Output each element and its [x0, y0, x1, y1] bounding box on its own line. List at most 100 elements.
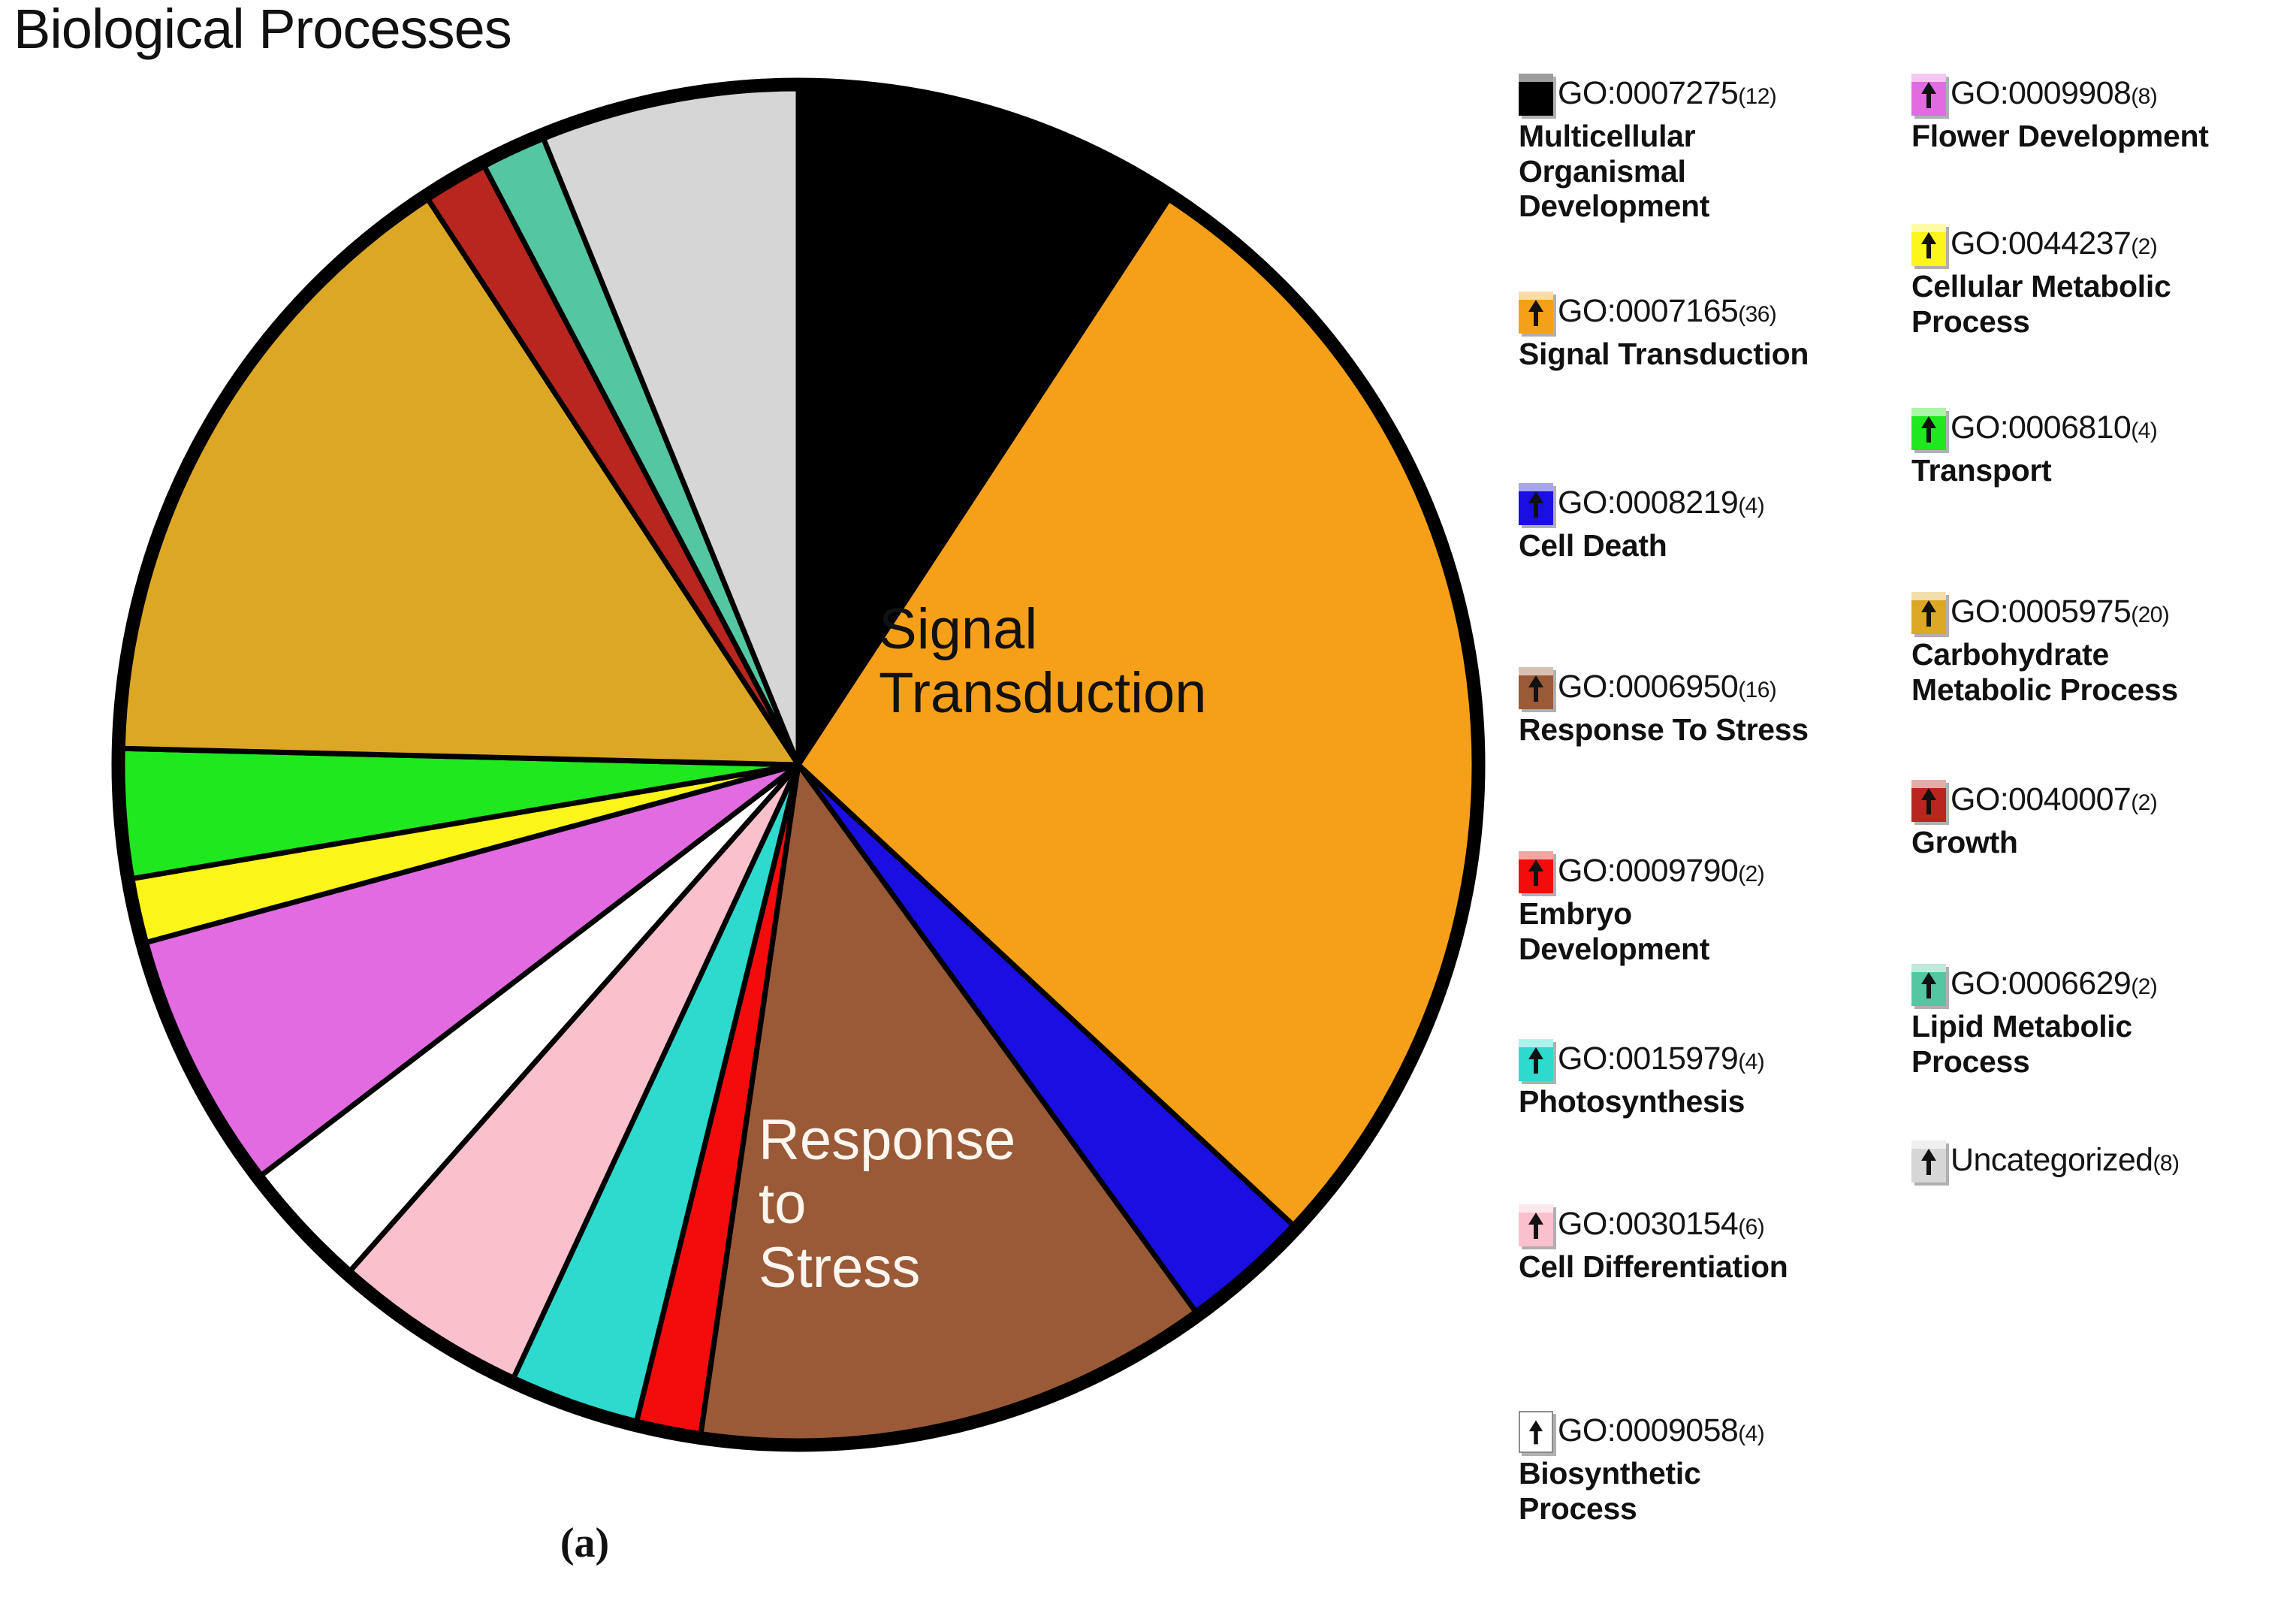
legend-go-id: GO:0007275(12) [1558, 75, 1777, 112]
swatch-highlight [1911, 74, 1946, 82]
legend-item-header: GO:0007165(36) [1519, 290, 1902, 334]
legend-go-id: Uncategorized(8) [1951, 1142, 2180, 1179]
legend-item[interactable]: GO:0005975(20)Carbohydrate Metabolic Pro… [1911, 591, 2294, 707]
legend-swatch-up-arrow-icon [1519, 1411, 1553, 1453]
legend-go-id: GO:0040007(2) [1951, 781, 2158, 818]
legend-item-header: GO:0030154(6) [1519, 1203, 1902, 1246]
legend-go-id: GO:0015979(4) [1558, 1041, 1765, 1077]
legend-gene-count: (20) [2131, 603, 2170, 627]
up-arrow-icon [1921, 1149, 1936, 1175]
legend-go-id: GO:0006950(16) [1558, 669, 1777, 705]
legend-item[interactable]: GO:0009058(4)Biosynthetic Process [1519, 1409, 1902, 1526]
legend-item[interactable]: GO:0015979(4) Photosynthesis [1519, 1038, 1902, 1119]
up-arrow-icon [1921, 972, 1936, 998]
page-title: Biological Processes [14, 0, 512, 60]
legend-item-header: GO:0015979(4) [1519, 1038, 1902, 1081]
swatch-highlight [1911, 408, 1946, 416]
legend-swatch-up-arrow-icon [1911, 964, 1946, 1006]
legend-term-label: Growth [1911, 825, 2018, 859]
legend-go-id-text: GO:0044237 [1951, 225, 2132, 261]
legend-term-label: Lipid Metabolic Process [1911, 1009, 2132, 1079]
legend-swatch-up-arrow-icon [1911, 592, 1946, 634]
swatch-highlight [1519, 291, 1553, 300]
legend-term-label: Photosynthesis [1519, 1084, 1745, 1119]
legend-item[interactable]: GO:0007275(12)Multicellular Organismal D… [1519, 72, 1902, 224]
legend-go-id-text: GO:0015979 [1558, 1041, 1739, 1077]
legend-go-id-text: GO:0007275 [1558, 75, 1739, 111]
legend-gene-count: (6) [1738, 1215, 1765, 1240]
pie-outline [111, 77, 1486, 1452]
legend-gene-count: (4) [1738, 1050, 1765, 1074]
up-arrow-icon [1921, 416, 1936, 443]
legend-go-id-text: Uncategorized [1951, 1142, 2153, 1178]
legend-go-id-text: GO:0009908 [1951, 75, 2132, 111]
swatch-highlight [1911, 1140, 1946, 1149]
legend-go-id: GO:0007165(36) [1558, 293, 1777, 330]
legend-term-label: Cell Differentiation [1519, 1249, 1788, 1284]
up-arrow-icon [1528, 859, 1543, 886]
legend-gene-count: (4) [1738, 1421, 1765, 1446]
legend-item-header: GO:0040007(2) [1911, 778, 2294, 822]
legend-go-id-text: GO:0007165 [1558, 293, 1739, 329]
legend-item-header: GO:0005975(20) [1911, 591, 2294, 634]
legend-go-id: GO:0009908(8) [1951, 75, 2158, 112]
up-arrow-icon [1528, 1213, 1543, 1239]
swatch-highlight [1911, 780, 1946, 788]
legend-swatch-up-arrow-icon [1519, 74, 1553, 116]
legend-swatch-up-arrow-icon [1911, 780, 1946, 822]
legend-go-id-text: GO:0008219 [1558, 485, 1739, 521]
legend-item-header: GO:0009908(8) [1911, 72, 2294, 116]
legend-gene-count: (2) [2131, 234, 2158, 259]
legend-item[interactable]: GO:0009908(8)Flower Development [1911, 72, 2294, 154]
pie-chart-svg [111, 77, 1486, 1452]
legend-gene-count: (36) [1738, 302, 1777, 327]
legend-gene-count: (8) [2153, 1151, 2180, 1176]
legend-term-label: Signal Transduction [1519, 337, 1809, 371]
legend-swatch-up-arrow-icon [1911, 74, 1946, 116]
legend-go-id-text: GO:0030154 [1558, 1206, 1739, 1242]
legend-go-id-text: GO:0009790 [1558, 853, 1739, 889]
swatch-highlight [1519, 851, 1553, 859]
swatch-highlight [1519, 1204, 1553, 1213]
legend-term-label: Cell Death [1519, 528, 1667, 563]
legend-item-header: GO:0009790(2) [1519, 850, 1902, 893]
figure-caption: (a) [0, 1519, 2296, 1567]
legend-item-header: GO:0008219(4) [1519, 482, 1902, 525]
swatch-highlight [1911, 224, 1946, 232]
legend-item[interactable]: GO:0008219(4)Cell Death [1519, 482, 1902, 563]
legend-term-label: Cellular Metabolic Process [1911, 269, 2171, 339]
legend-item[interactable]: GO:0007165(36) Signal Transduction [1519, 290, 1902, 372]
legend-item[interactable]: Uncategorized(8) [1911, 1139, 2294, 1183]
pie-slices [119, 86, 1477, 1444]
swatch-highlight [1519, 667, 1553, 675]
swatch-highlight [1911, 964, 1946, 972]
legend-term-label: Transport [1911, 453, 2052, 488]
legend-gene-count: (2) [2131, 790, 2158, 815]
swatch-highlight [1911, 592, 1946, 600]
legend-item[interactable]: GO:0044237(2) Cellular Metabolic Process [1911, 222, 2294, 339]
legend-item[interactable]: GO:0006629(2) Lipid Metabolic Process [1911, 962, 2294, 1079]
legend-item[interactable]: GO:0006950(16)Response To Stress [1519, 666, 1902, 748]
legend-item-header: Uncategorized(8) [1911, 1139, 2294, 1183]
up-arrow-icon [1528, 675, 1543, 702]
legend-swatch-up-arrow-icon [1911, 1140, 1946, 1183]
legend-gene-count: (2) [2131, 974, 2158, 999]
legend-swatch-up-arrow-icon [1519, 1204, 1553, 1246]
legend-item[interactable]: GO:0006810(4)Transport [1911, 406, 2294, 488]
legend-go-id: GO:0006629(2) [1951, 965, 2158, 1002]
legend-term-label: Carbohydrate Metabolic Process [1911, 637, 2178, 707]
up-arrow-icon [1921, 788, 1936, 814]
legend-item[interactable]: GO:0030154(6)Cell Differentiation [1519, 1203, 1902, 1285]
up-arrow-icon [1921, 82, 1936, 108]
legend-item[interactable]: GO:0009790(2)Embryo Development [1519, 850, 1902, 966]
legend-swatch-up-arrow-icon [1911, 224, 1946, 266]
up-arrow-icon [1528, 491, 1543, 518]
legend-item-header: GO:0006950(16) [1519, 666, 1902, 709]
legend-go-id-text: GO:0006629 [1951, 965, 2132, 1001]
swatch-highlight [1519, 1039, 1553, 1047]
legend-go-id: GO:0044237(2) [1951, 225, 2158, 262]
figure-caption-text: (a) [560, 1520, 610, 1566]
legend-item-header: GO:0007275(12) [1519, 72, 1902, 116]
legend-term-label: Biosynthetic Process [1519, 1456, 1701, 1526]
legend-item[interactable]: GO:0040007(2) Growth [1911, 778, 2294, 860]
